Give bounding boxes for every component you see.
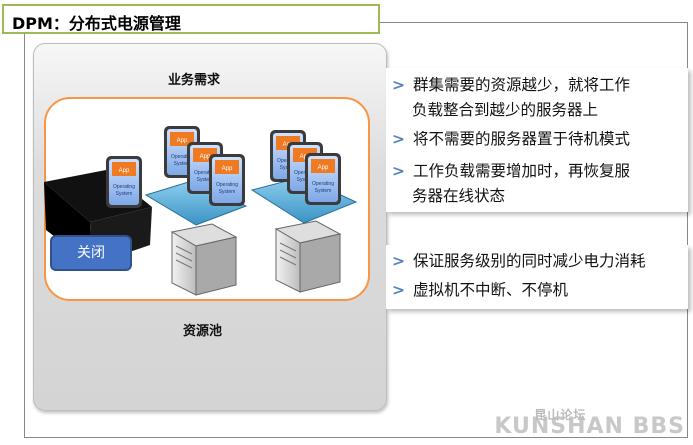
bullet-item-4: >保证服务级别的同时减少电力消耗 <box>392 252 646 270</box>
server-icon-1 <box>170 223 238 296</box>
svg-text:Operating: Operating <box>194 170 216 176</box>
chevron-right-icon: > <box>392 130 405 148</box>
chevron-right-icon: > <box>392 252 405 270</box>
svg-text:App: App <box>200 154 211 160</box>
svg-text:System: System <box>174 161 191 167</box>
bullet-item-3: >工作负载需要增加时，再恢复服 务器在线状态 <box>392 162 631 205</box>
title-box: DPM：分布式电源管理 <box>2 4 380 34</box>
server-icon-2 <box>274 220 342 293</box>
svg-text:Operating: Operating <box>171 154 193 160</box>
svg-text:System: System <box>116 191 133 197</box>
bottom-label: 资源池 <box>183 324 223 339</box>
bullet-item-2: >将不需要的服务器置于待机模式 <box>392 130 631 148</box>
chevron-right-icon: > <box>392 162 405 180</box>
svg-text:Operating: Operating <box>312 181 334 187</box>
svg-text:Operating: Operating <box>113 184 135 190</box>
bullet-box-bottom: >保证服务级别的同时减少电力消耗 >虚拟机不中断、不停机 <box>386 245 688 309</box>
svg-text:App: App <box>177 138 188 144</box>
chevron-right-icon: > <box>392 281 405 299</box>
top-label: 业务需求 <box>168 73 221 88</box>
svg-text:System: System <box>197 177 214 183</box>
svg-text:System: System <box>315 188 332 194</box>
svg-text:System: System <box>219 189 236 195</box>
svg-text:Operating: Operating <box>216 182 238 188</box>
close-button[interactable]: 关闭 <box>50 235 132 271</box>
bullet-item-5: >虚拟机不中断、不停机 <box>392 281 569 299</box>
bullet-box-top: >群集需要的资源越少，就将工作 负载整合到越少的服务器上 >将不需要的服务器置于… <box>386 68 688 212</box>
page-title: DPM：分布式电源管理 <box>12 14 181 33</box>
tray-1 <box>144 179 248 226</box>
watermark: 昆山论坛 KUNSHAN BBS <box>494 408 685 439</box>
bullet-item-1: >群集需要的资源越少，就将工作 负载整合到越少的服务器上 <box>392 76 631 119</box>
svg-text:App: App <box>119 168 130 174</box>
svg-text:App: App <box>318 165 329 171</box>
svg-text:App: App <box>222 166 233 172</box>
chevron-right-icon: > <box>392 76 405 94</box>
